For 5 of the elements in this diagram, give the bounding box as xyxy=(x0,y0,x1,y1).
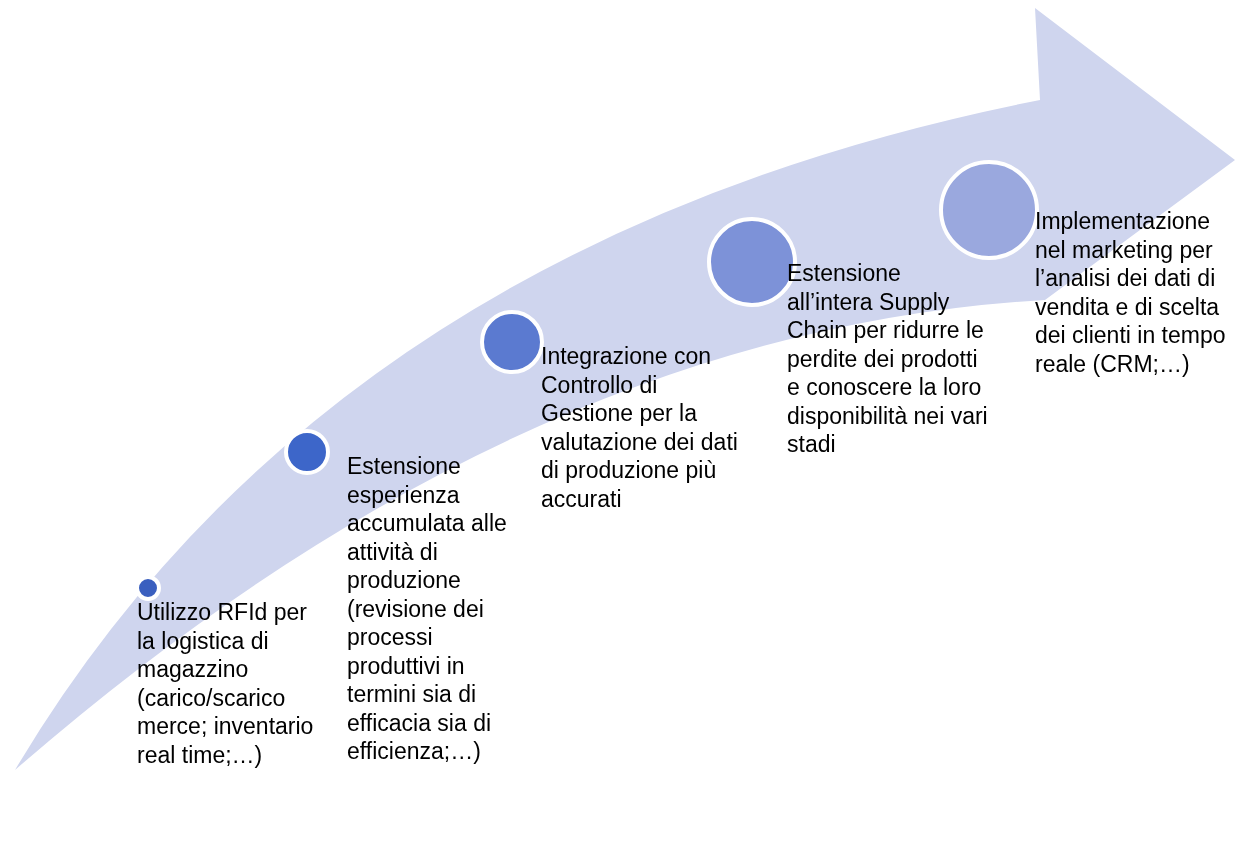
step-text: Implementazione nel marketing per l’analisi dei dati di vendita e di scelta dei clienti in tempo reale (CRM;…) xyxy=(1035,207,1227,378)
step-text: Estensione esperienza accumulata alle attività di produzione (revisione dei processi produttivi in termini sia di efficacia sia di efficienza;…) xyxy=(347,452,508,766)
step-text: Estensione all’intera Supply Chain per ridurre le perdite dei prodotti e conoscere la loro disponibilità nei vari stadi xyxy=(787,259,989,459)
step-text: Utilizzo RFId per la logistica di magazzino (carico/scarico merce; inventario real time;…) xyxy=(137,598,315,769)
step-text: Integrazione con Controllo di Gestione per la valutazione dei dati di produzione più accurati xyxy=(541,342,739,513)
